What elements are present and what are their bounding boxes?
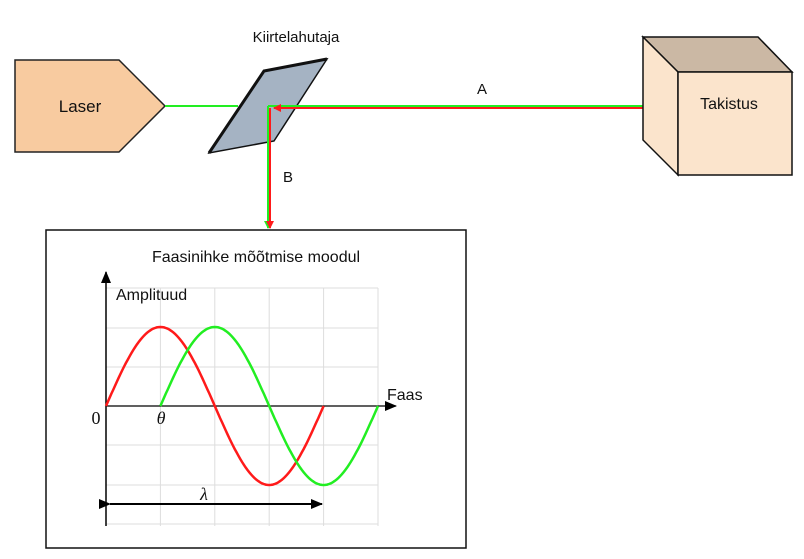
beam-splitter-label: Kiirtelahutaja bbox=[253, 29, 340, 46]
phase-shift-module: Faasinihke mõõtmise moodul Amplituud Faa… bbox=[45, 229, 467, 549]
y-axis-label: Amplituud bbox=[116, 287, 187, 304]
origin-label: 0 bbox=[92, 408, 101, 428]
path-a-label: A bbox=[477, 81, 487, 98]
x-axis-label: Faas bbox=[387, 387, 423, 404]
wave-reference bbox=[104, 325, 325, 487]
phase-label: θ bbox=[157, 408, 166, 428]
beam-path-b: B bbox=[264, 106, 293, 229]
wave-reflected bbox=[159, 325, 380, 487]
beam-splitter: Kiirtelahutaja bbox=[207, 29, 340, 155]
target-label: Takistus bbox=[700, 96, 758, 113]
path-b-label: B bbox=[283, 169, 293, 186]
wavelength-label: λ bbox=[199, 484, 208, 504]
target-box: Takistus bbox=[641, 35, 794, 177]
beam-path-a: A bbox=[268, 81, 661, 112]
module-title: Faasinihke mõõtmise moodul bbox=[152, 249, 360, 266]
laser-source: Laser bbox=[14, 59, 167, 153]
laser-label: Laser bbox=[59, 97, 102, 116]
